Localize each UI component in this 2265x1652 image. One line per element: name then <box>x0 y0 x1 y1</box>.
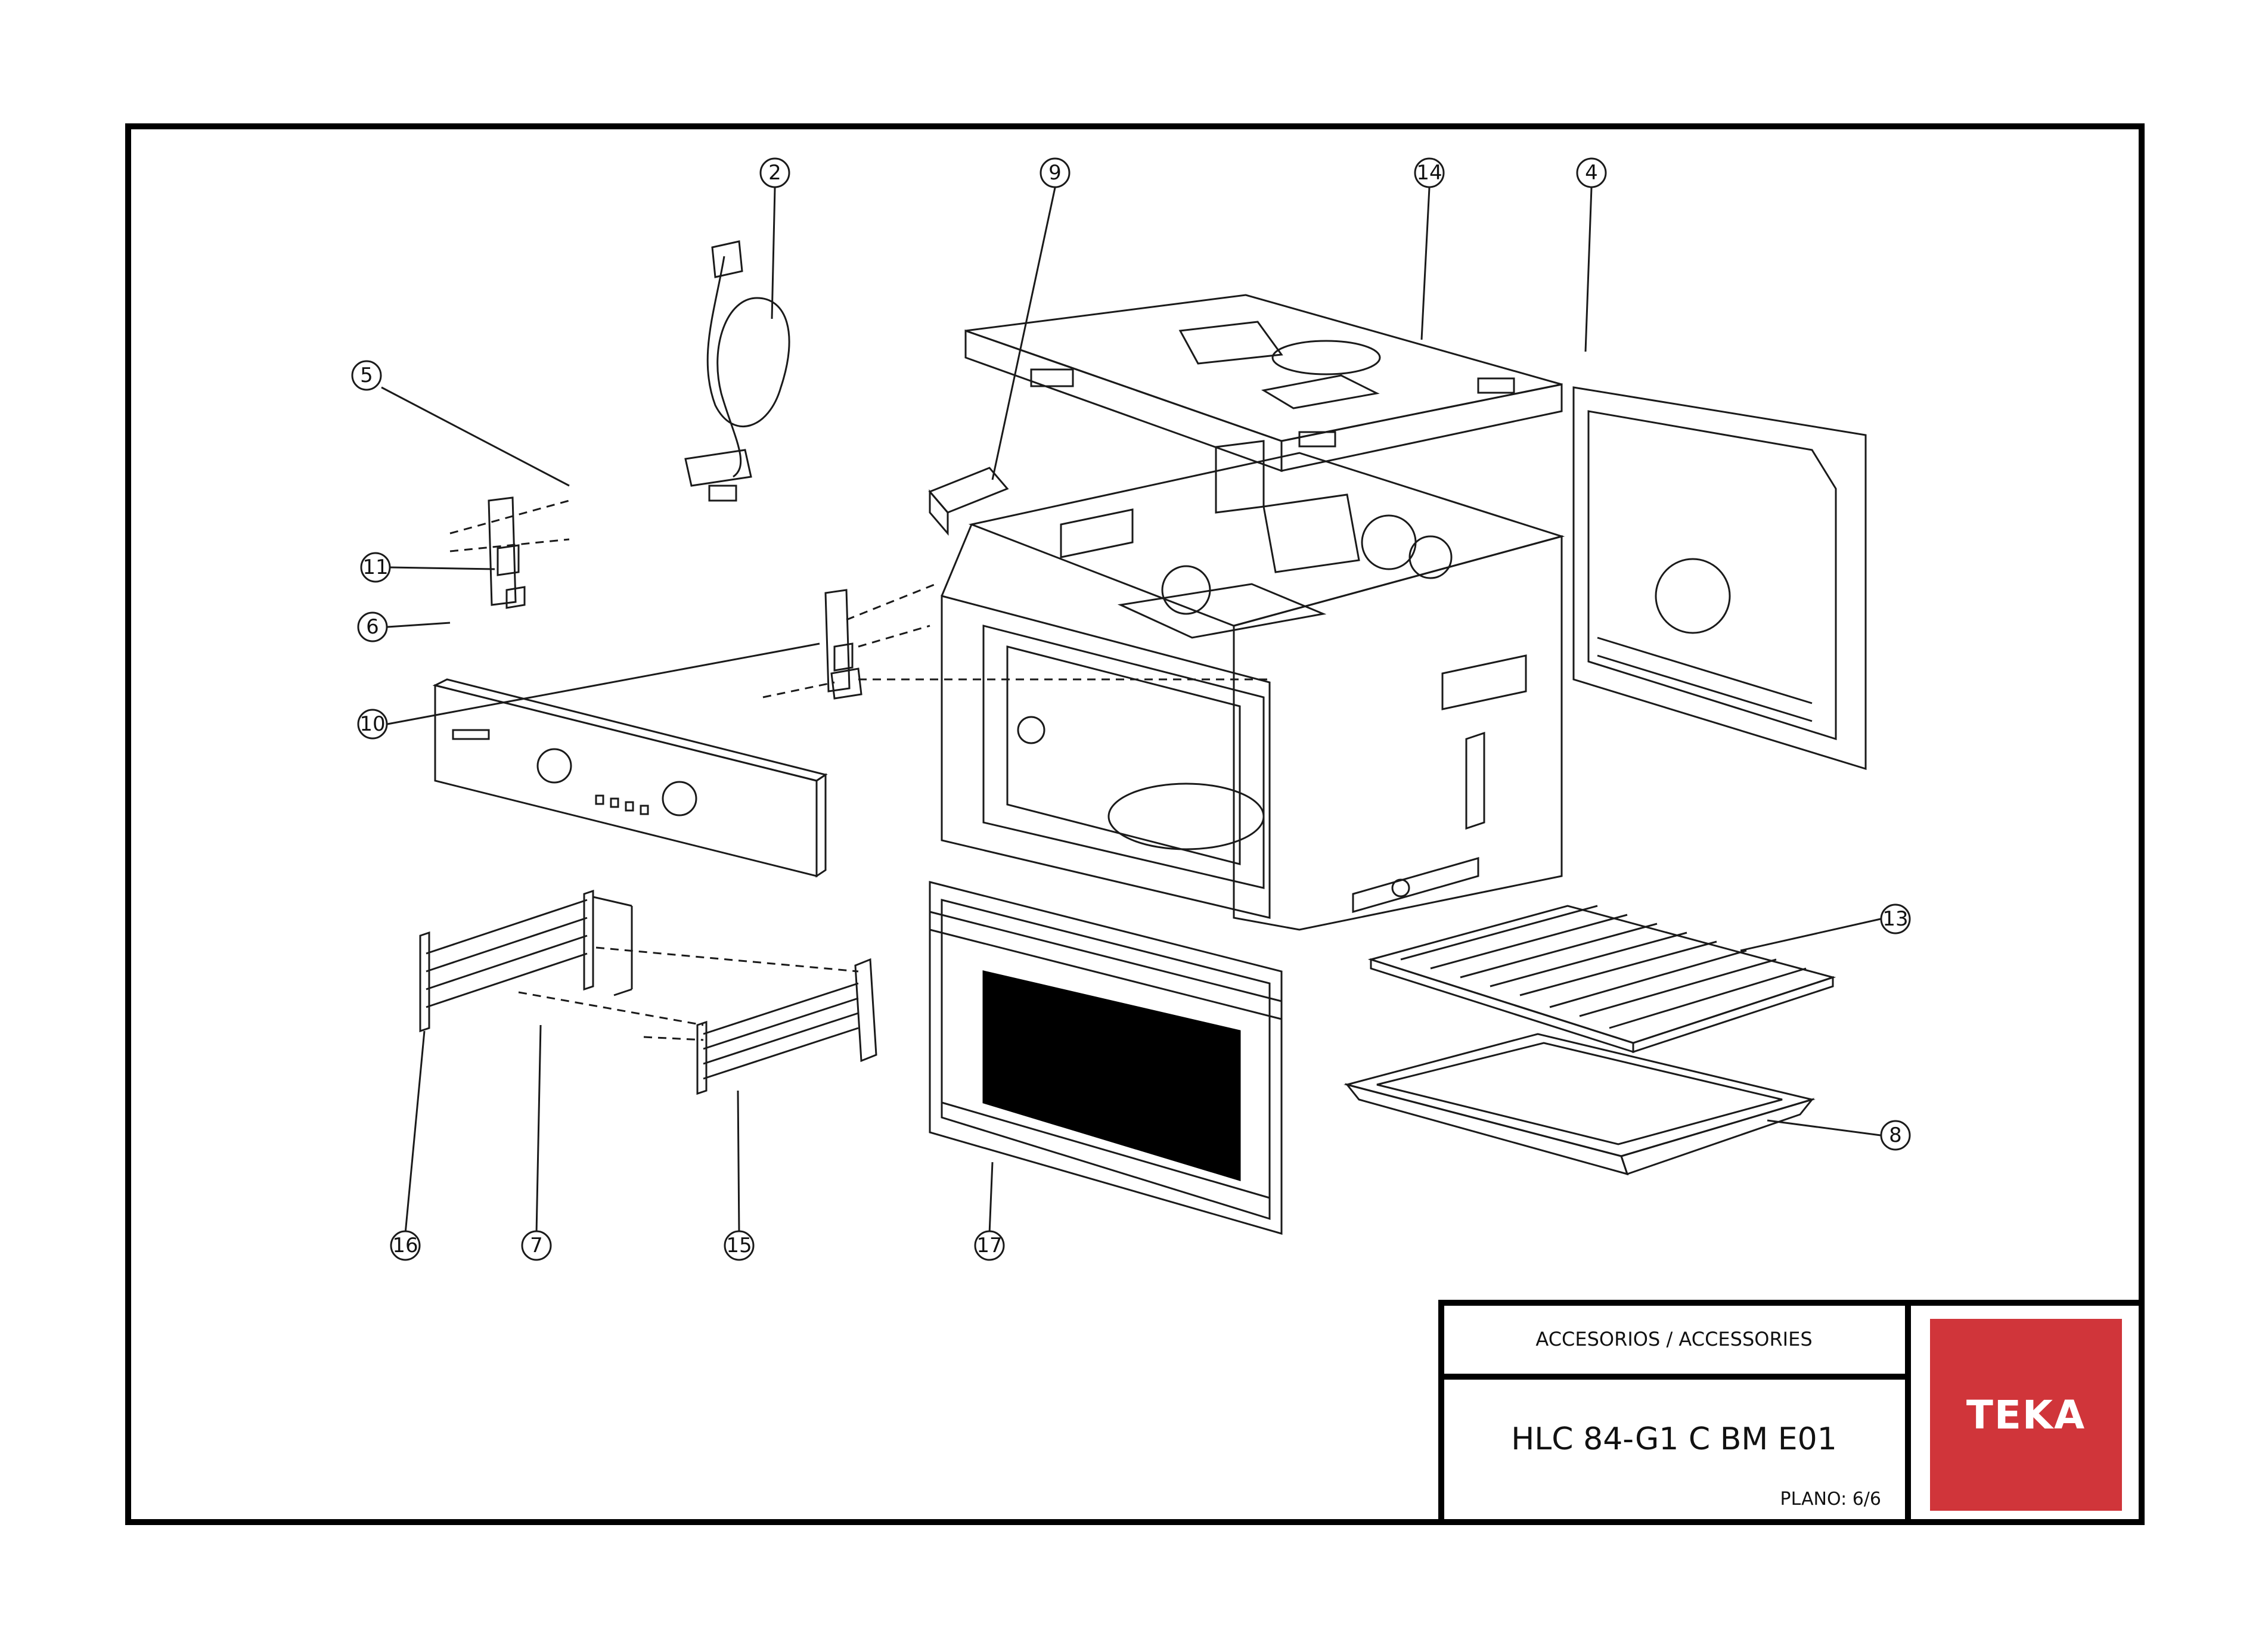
door-window-glass <box>982 970 1241 1182</box>
callout-9: 9 <box>1048 161 1062 185</box>
right-rack-part <box>518 946 877 1095</box>
right-hinge-part <box>762 583 1270 700</box>
title-block-category: ACCESORIOS / ACCESSORIES <box>1443 1305 1911 1380</box>
baking-tray-part <box>1344 1033 1816 1176</box>
back-panel-part <box>1572 386 1867 771</box>
callout-7: 7 <box>530 1234 543 1257</box>
callout-2: 2 <box>768 161 781 185</box>
callout-17: 17 <box>976 1234 1002 1257</box>
callout-11: 11 <box>362 555 388 579</box>
oven-door-part <box>929 881 1283 1235</box>
title-block-model-cell: HLC 84-G1 C BM E01 PLANO: 6/6 <box>1443 1380 1911 1520</box>
plan-number: PLANO: 6/6 <box>1780 1489 1881 1510</box>
callout-6: 6 <box>366 615 379 639</box>
callout-4: 4 <box>1585 161 1598 185</box>
callout-13: 13 <box>1882 907 1908 931</box>
left-rack-part <box>419 889 633 1033</box>
callout-8: 8 <box>1889 1123 1902 1147</box>
top-cover-part <box>964 294 1563 473</box>
power-cable-part <box>684 240 790 502</box>
wire-shelf-part <box>1367 905 1836 1054</box>
logo-cell: TEKA <box>1911 1305 2140 1520</box>
brand-logo-text: TEKA <box>1966 1392 2086 1438</box>
callout-14: 14 <box>1416 161 1442 185</box>
left-hinge-part <box>449 496 570 609</box>
control-panel-part <box>432 678 828 878</box>
drawing-frame <box>125 123 2145 1525</box>
leader-lines <box>381 187 1881 1234</box>
model-name: HLC 84-G1 C BM E01 <box>1511 1421 1837 1457</box>
callout-15: 15 <box>726 1234 752 1257</box>
brand-logo: TEKA <box>1930 1319 2122 1511</box>
handle-part <box>928 467 1009 536</box>
callout-5: 5 <box>360 364 373 387</box>
callout-10: 10 <box>359 712 385 736</box>
oven-cabinet-part <box>941 440 1565 931</box>
callout-16: 16 <box>392 1234 418 1257</box>
callout-circles <box>351 157 1911 1261</box>
